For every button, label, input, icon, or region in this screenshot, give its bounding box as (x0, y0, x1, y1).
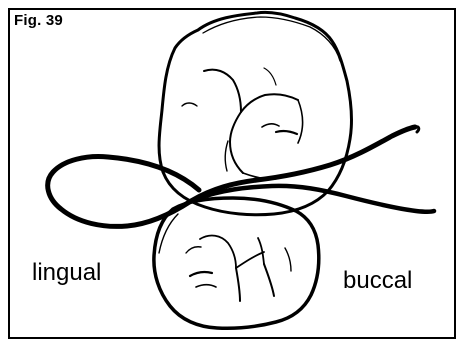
lingual-label: lingual (32, 259, 101, 287)
floss-loop (48, 127, 434, 227)
lower-tooth (154, 198, 319, 328)
buccal-label: buccal (343, 267, 412, 295)
